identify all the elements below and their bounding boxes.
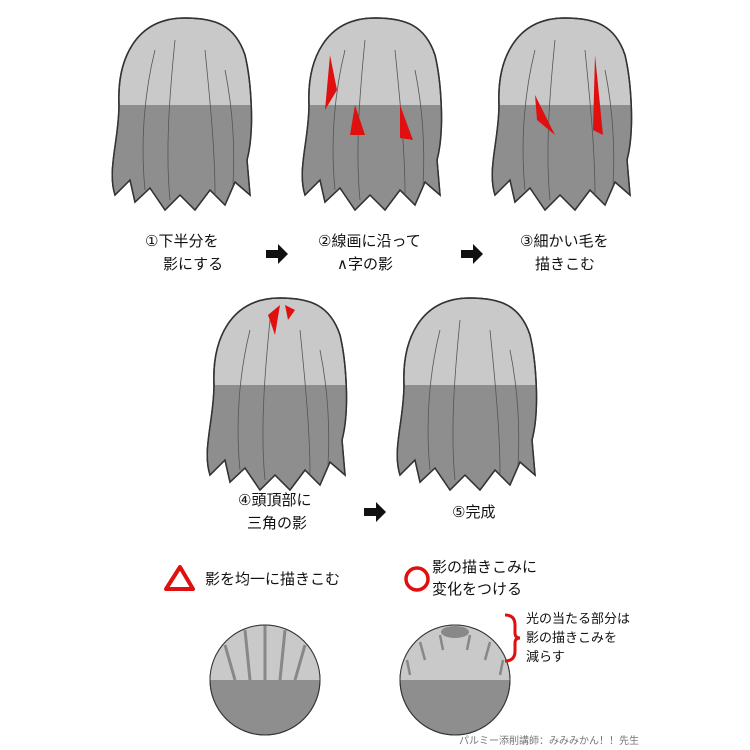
bracket-icon (504, 613, 521, 663)
arrow-icon (364, 502, 386, 522)
step-1-label-line1: ①下半分を (145, 232, 219, 250)
credit: パルミー添削講師：みみみかん！！先生 (459, 736, 639, 747)
step-2-label-line1: ②線画に沿って (318, 232, 421, 250)
circle-icon (404, 566, 430, 592)
step-5-label: ⑤完成 (452, 503, 496, 521)
red-detail-marks (535, 55, 603, 135)
sphere-varied (399, 624, 511, 736)
red-shadow-marks (325, 55, 413, 140)
triangle-icon (164, 565, 195, 591)
legend-good-line1: 影の描きこみに (432, 558, 538, 576)
legend-good-line2: 変化をつける (432, 580, 523, 598)
hair-step-2 (302, 18, 441, 210)
note-line3: 減らす (526, 650, 565, 665)
hair-step-3 (492, 18, 631, 210)
hair-step-5 (397, 298, 536, 490)
arrow-icon (461, 244, 483, 264)
step-3-label-line1: ③細かい毛を (520, 232, 609, 250)
step-4-label-line2: 三角の影 (247, 514, 308, 532)
hair-step-1 (112, 18, 251, 210)
legend-bad-label: 影を均一に描きこむ (205, 570, 341, 588)
step-1-label-line2: 影にする (163, 255, 224, 273)
sphere-uniform (209, 624, 321, 736)
step-4-label-line1: ④頭頂部に (238, 491, 312, 509)
hair-step-4 (207, 298, 346, 490)
red-triangle-marks (268, 305, 295, 335)
arrow-icon (266, 244, 288, 264)
step-3-label-line2: 描きこむ (535, 255, 596, 273)
step-2-label-line2: ∧字の影 (337, 255, 393, 273)
note-line2: 影の描きこみを (526, 631, 618, 646)
note-line1: 光の当たる部分は (526, 612, 631, 627)
